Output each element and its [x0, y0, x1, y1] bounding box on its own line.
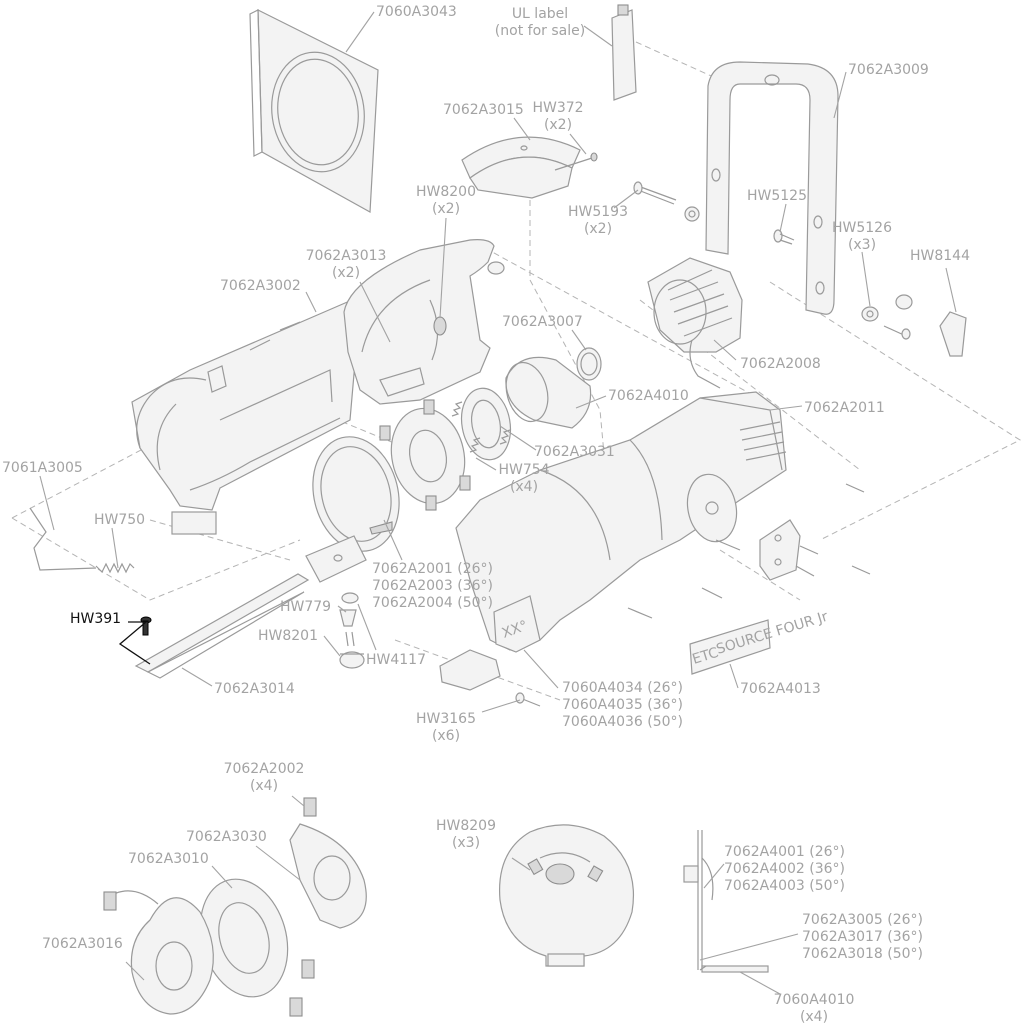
top-shroud [461, 136, 598, 199]
label-7062A2001: 7062A2001 (26°)7062A2003 (36°)7062A2004 … [372, 561, 493, 611]
label-7062A3015: 7062A3015 [443, 102, 524, 118]
label-7062A3013: 7062A3013(x2) [306, 248, 387, 281]
label-7062A3016: 7062A3016 [42, 936, 123, 952]
color-frame [249, 9, 379, 213]
shutter-ring [379, 399, 471, 511]
label-ul-label: UL label(not for sale) [495, 6, 585, 39]
hw5193-bolt [633, 181, 700, 222]
label-7062A2008: 7062A2008 [740, 356, 821, 372]
label-HW779: HW779 [280, 599, 331, 615]
wire-handle [29, 507, 135, 574]
ul-label [611, 4, 637, 101]
yoke-hardware [773, 229, 967, 357]
label-HW750: HW750 [94, 512, 145, 528]
label-7062A4010: 7062A4010 [608, 388, 689, 404]
label-HW372: HW372(x2) [532, 100, 583, 133]
shutter-assembly [103, 797, 367, 1017]
lamp-socket [647, 257, 743, 389]
label-HW8209: HW8209(x3) [436, 818, 496, 851]
label-HW754: HW754(x4) [498, 462, 549, 495]
label-7062A3031: 7062A3031 [534, 444, 615, 460]
lamp-holder [451, 387, 512, 461]
label-HW8200: HW8200(x2) [416, 184, 476, 217]
label-7062A3005: 7062A3005 (26°)7062A3017 (36°)7062A3018 … [802, 912, 923, 962]
label-7062A2011: 7062A2011 [804, 400, 885, 416]
label-HW4117: HW4117 [366, 652, 426, 668]
label-7062A4013: 7062A4013 [740, 681, 821, 697]
label-HW3165: HW3165(x6) [416, 711, 476, 744]
label-7062A2002: 7062A2002(x4) [224, 761, 305, 794]
reflector [505, 356, 592, 429]
knob-hardware [339, 592, 365, 669]
lens [312, 436, 400, 552]
label-7062A3030: 7062A3030 [186, 829, 267, 845]
label-7060A3043: 7060A3043 [376, 4, 457, 20]
leader-lines [39, 11, 957, 995]
label-7062A3002: 7062A3002 [220, 278, 301, 294]
lamp-housing [131, 299, 361, 535]
label-7062A3009: 7062A3009 [848, 62, 929, 78]
label-7061A3005: 7061A3005 [2, 460, 83, 476]
label-HW5193: HW5193(x2) [568, 204, 628, 237]
yoke [705, 61, 839, 315]
label-7062A3007: 7062A3007 [502, 314, 583, 330]
badge: ETC SOURCE FOUR Jr [689, 609, 830, 675]
hw3165-screw [515, 692, 525, 704]
label-HW391: HW391 [70, 611, 121, 627]
lens-barrel: XX° [455, 391, 787, 653]
label-7060A4034: 7060A4034 (26°)7060A4035 (36°)7060A4036 … [562, 680, 683, 730]
lens-tube-base [439, 649, 541, 707]
slide-bar [134, 535, 367, 679]
part-labels: 7060A3043 UL label(not for sale) 7062A30… [2, 4, 970, 1024]
front-plate [627, 483, 871, 619]
badge-logo: ETC [690, 645, 720, 668]
label-7062A3014: 7062A3014 [214, 681, 295, 697]
retaining-ring [576, 347, 602, 381]
label-7060A4010: 7060A4010(x4) [774, 992, 855, 1024]
label-HW5125: HW5125 [747, 188, 807, 204]
label-7062A3010: 7062A3010 [128, 851, 209, 867]
gobo-holder-disk [498, 824, 635, 967]
label-7062A4001: 7062A4001 (26°)7062A4002 (36°)7062A4003 … [724, 844, 845, 894]
label-HW5126: HW5126(x3) [832, 220, 892, 253]
reflector-housing [343, 239, 505, 405]
lens-mount-side [683, 830, 769, 973]
hw391-screw [140, 616, 152, 636]
label-HW8144: HW8144 [910, 248, 970, 264]
label-HW8201: HW8201 [258, 628, 318, 644]
